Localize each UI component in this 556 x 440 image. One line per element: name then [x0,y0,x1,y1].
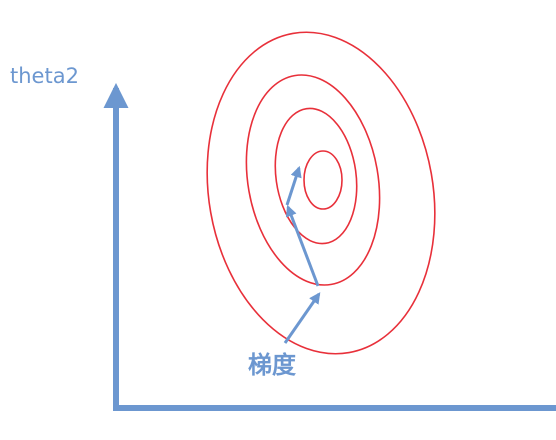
gradient-arrow-1 [283,292,321,344]
gradient-arrow-3 [285,165,302,206]
gradient-arrow-2 [285,204,320,287]
contour-second [245,74,381,286]
gradient-label: 梯度 [248,351,296,379]
contour-outer [206,31,436,355]
contour-inner [303,150,343,210]
y-axis-label: theta2 [10,64,79,88]
contour-third [274,107,358,245]
